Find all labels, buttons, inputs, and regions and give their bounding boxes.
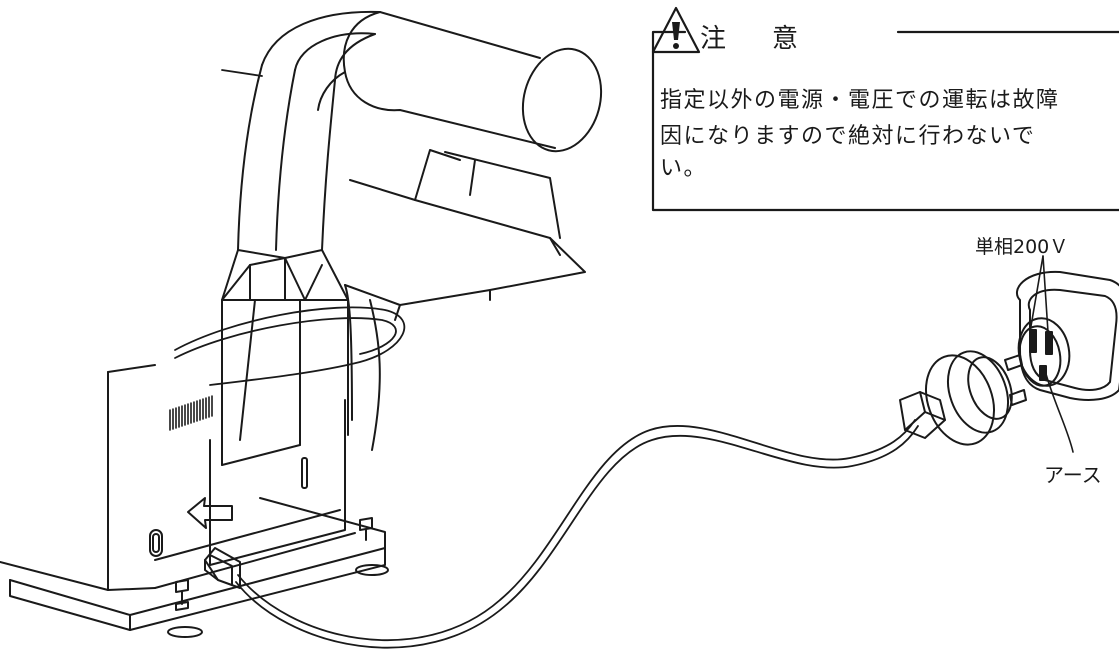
power-plug	[899, 350, 1027, 446]
loop-cable	[174, 306, 406, 386]
warning-triangle-icon	[651, 6, 701, 54]
caution-title-part2: 意	[772, 24, 799, 54]
machine-cabinet	[0, 364, 389, 638]
foot-bolt-right	[355, 517, 389, 576]
power-cord	[235, 419, 919, 649]
arrow-left-icon	[187, 497, 233, 529]
caution-box	[651, 30, 1119, 212]
caution-title: 注 意	[700, 18, 798, 55]
vent-slots	[169, 395, 213, 431]
cord-clamp	[204, 547, 241, 589]
caution-line-1: 指定以外の電源・電圧での運転は故障	[660, 88, 1060, 113]
leader-lines	[1029, 255, 1074, 453]
hopper-duct	[221, 10, 603, 466]
caution-title-part1: 注	[700, 24, 727, 54]
power-label: 単相200Ｖ	[975, 236, 1069, 258]
foot-bolt-left	[167, 579, 203, 638]
caution-line-3: い。	[660, 156, 708, 181]
earth-label: アース	[1044, 463, 1102, 487]
caution-line-2: 因になりますので絶対に行わないで	[660, 124, 1036, 149]
wall-socket	[1015, 270, 1119, 401]
